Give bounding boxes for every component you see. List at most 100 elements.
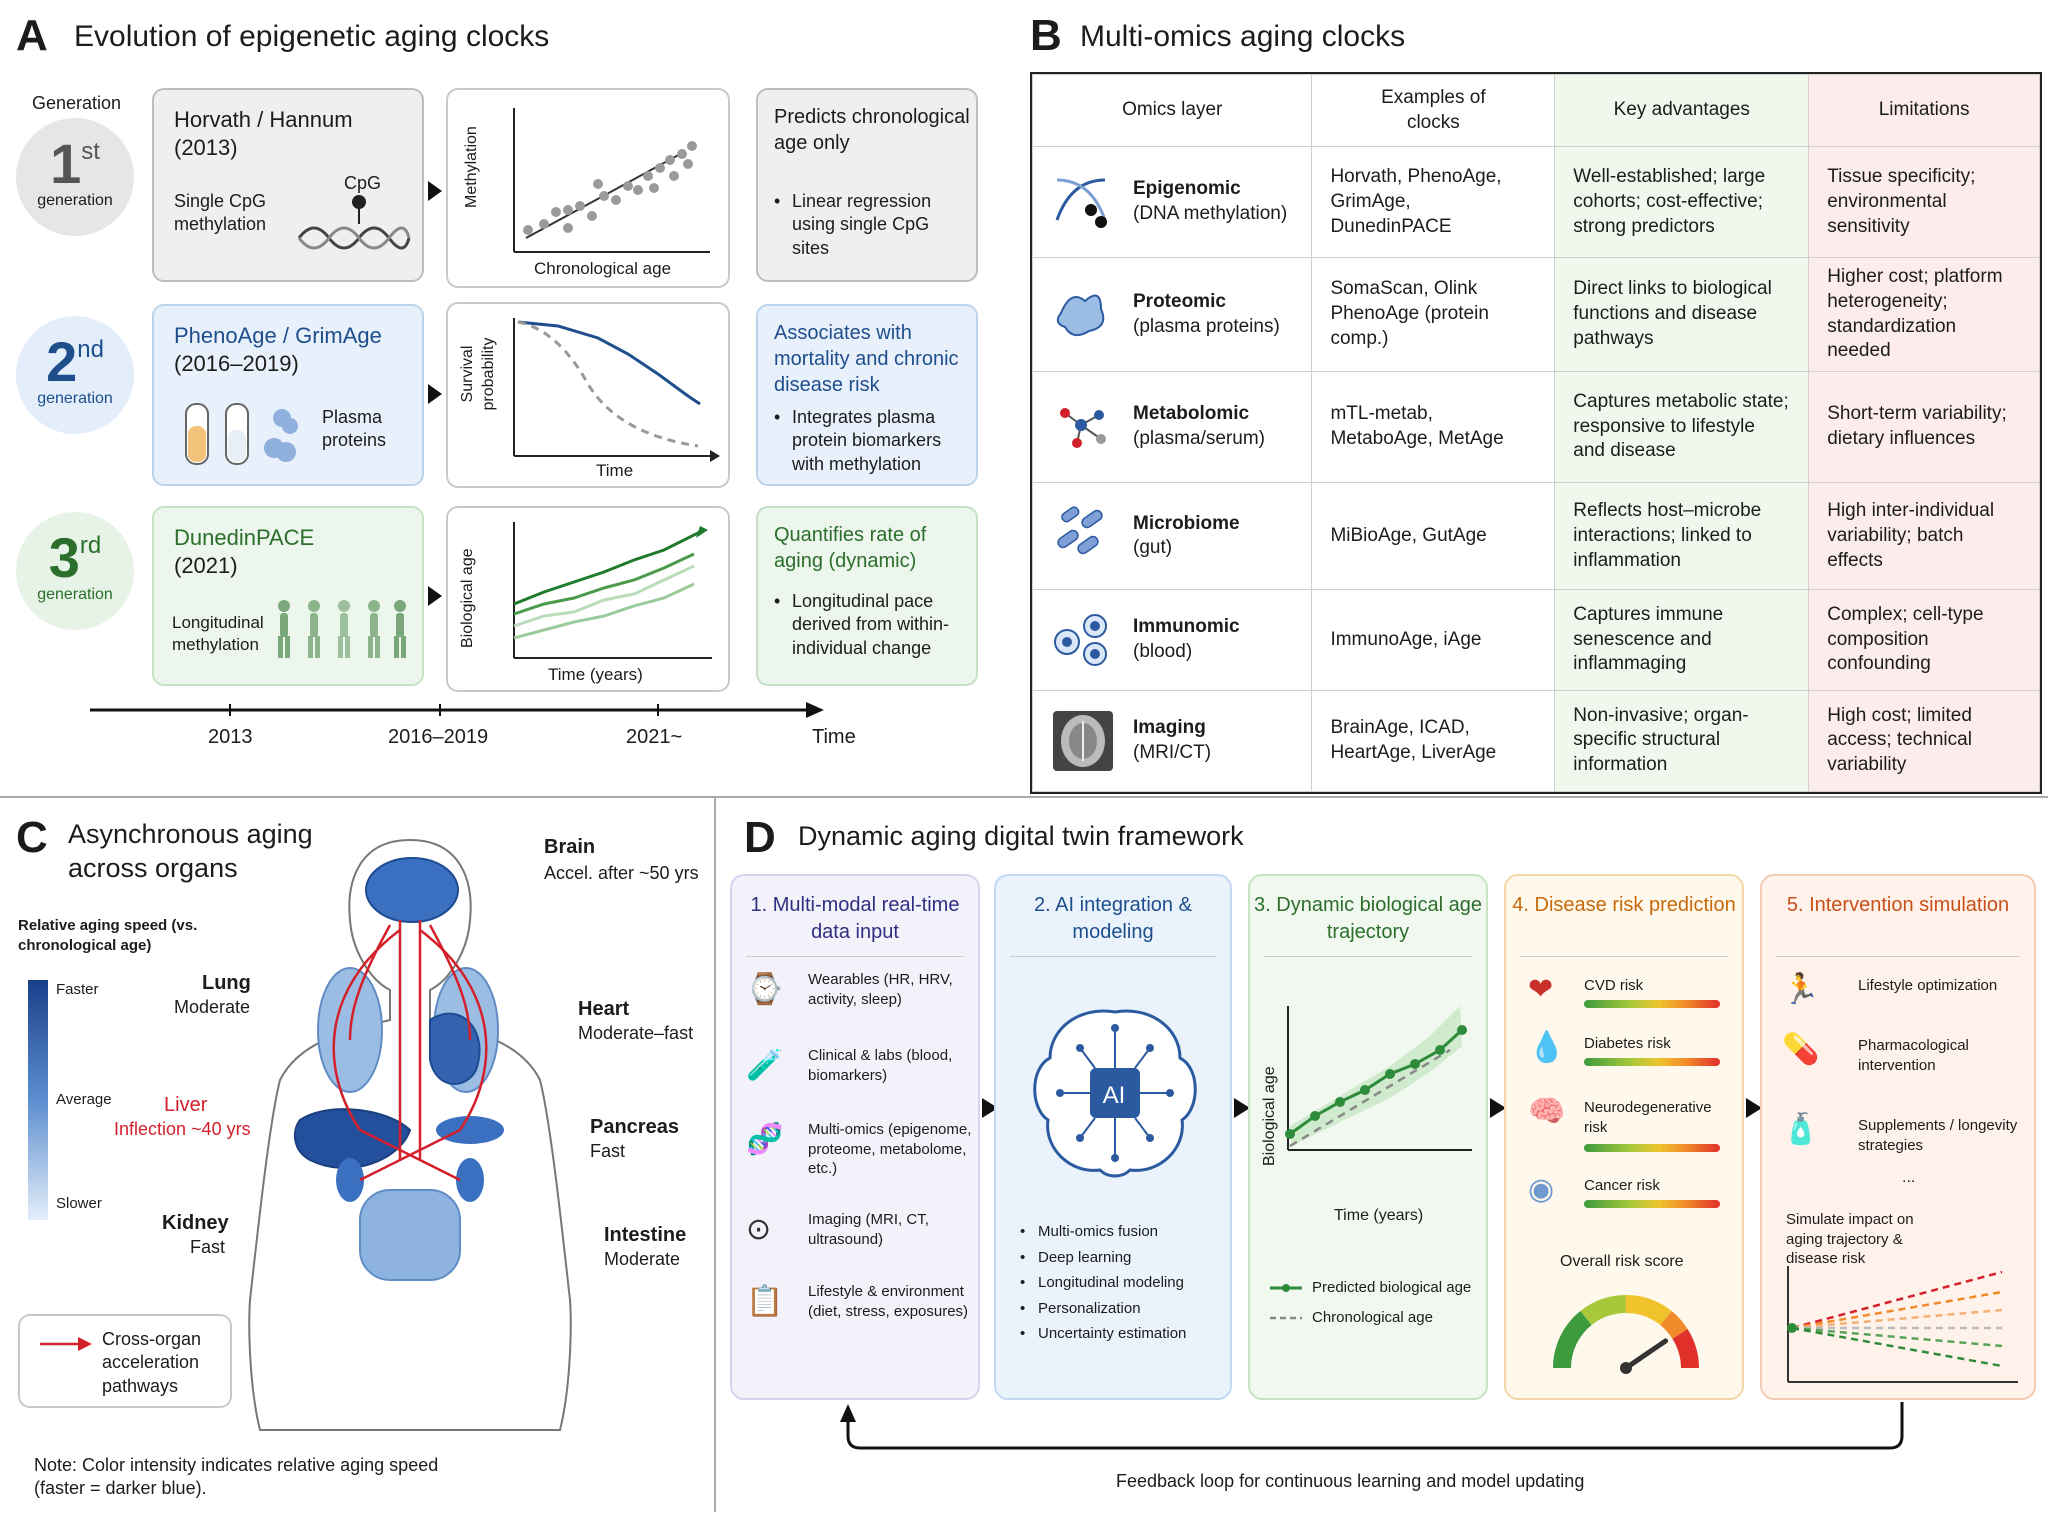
gen1-xlabel: Chronological age: [534, 259, 672, 278]
limitations-cell: Tissue specificity; environmental sensit…: [1808, 145, 2040, 259]
advantages-cell: Reflects host–microbe interactions; link…: [1554, 482, 1810, 591]
data-input-text: Wearables (HR, HRV, activity, sleep): [808, 971, 953, 1008]
scatter-point: [599, 191, 609, 201]
supplement-bottle-icon: 🧴: [1782, 1113, 1820, 1146]
data-input-text: Imaging (MRI, CT, ultrasound): [808, 1211, 929, 1248]
omics-layer-name: Imaging: [1133, 717, 1206, 739]
omics-cell: Metabolomic(plasma/serum): [1031, 370, 1313, 484]
gen2-desc: Associates with mortality and chronic di…: [756, 304, 978, 486]
legend-chronological: Chronological age: [1312, 1309, 1433, 1326]
examples-cell: mTL-metab, MetaboAge, MetAge: [1311, 370, 1556, 484]
runner-icon: 🏃: [1782, 973, 1820, 1006]
limitations-cell: Higher cost; platform heterogeneity; sta…: [1808, 257, 2040, 372]
omics-layer-name: Microbiome: [1133, 512, 1240, 534]
scatter-point: [623, 181, 633, 191]
gen1-card: Horvath / Hannum (2013) Single CpG methy…: [152, 88, 424, 282]
arrow-legend-box: Cross-organ acceleration pathways: [18, 1314, 232, 1408]
timeline-2016-2019: 2016–2019: [388, 726, 489, 748]
table-row: Epigenomic(DNA methylation)Horvath, Phen…: [1031, 145, 2040, 259]
pancreas-label: Pancreas: [590, 1116, 679, 1138]
col-data-input: 1. Multi-modal real-time data input ⌚Wea…: [730, 874, 980, 1400]
liver-note: Inflection ~40 yrs: [114, 1119, 251, 1139]
scatter-point: [551, 207, 561, 217]
arrow-icon: [1746, 1098, 1762, 1118]
advantages-cell: Direct links to biological functions and…: [1554, 257, 1810, 372]
liver-label: Liver: [164, 1094, 208, 1116]
protein-icon: [1051, 283, 1115, 347]
trajectory-chart: [1285, 1006, 1472, 1151]
cpg-label: CpG: [344, 173, 382, 193]
risk-bar: [1584, 1000, 1720, 1008]
intestine-label: Intestine: [604, 1224, 687, 1246]
scatter-point: [563, 223, 573, 233]
omics-layer-sub: (MRI/CT): [1133, 741, 1212, 763]
brain-icon: 🧠: [1528, 1095, 1566, 1128]
gen3-desc-title: Quantifies rate of aging (dynamic): [774, 524, 927, 572]
advantages-cell: Non-invasive; organ-specific structural …: [1554, 689, 1810, 793]
panel-b-title: Multi-omics aging clocks: [1080, 20, 1406, 53]
gen2-year: (2016–2019): [174, 351, 299, 376]
gen3-card: DunedinPACE (2021) Longitudinal methylat…: [152, 506, 424, 686]
timeline-end: Time: [812, 726, 856, 748]
gen1-ylabel: Methylation: [463, 126, 480, 208]
dna-icon: 🧬: [746, 1123, 784, 1156]
heart-label: Heart: [578, 998, 630, 1020]
scatter-point: [677, 149, 687, 159]
panel-a-label: A: [16, 11, 48, 60]
scatter-point: [633, 185, 643, 195]
advantages-cell: Captures immune senescence and inflammag…: [1554, 589, 1810, 691]
risk-bar: [1584, 1200, 1720, 1208]
risk-bar: [1584, 1058, 1720, 1066]
panel-d-title: Dynamic aging digital twin framework: [798, 821, 1244, 851]
col3-ylabel: Biological age: [1261, 1066, 1278, 1166]
gen1-year: (2013): [174, 135, 238, 160]
intervention-text: Supplements / longevity strategies: [1858, 1117, 2018, 1154]
gen1-badge: 1st generation: [16, 118, 134, 236]
cell-icon: [1051, 608, 1115, 672]
scatter-point: [575, 201, 585, 211]
ai-bullet: Personalization: [1016, 1299, 1226, 1319]
dna-icon: [1051, 170, 1115, 234]
risk-gauge: [1552, 1294, 1699, 1374]
arrow-icon: [428, 384, 442, 404]
gen1-desc-bullet: Linear regression using single CpG sites: [770, 190, 970, 260]
timeline-2013: 2013: [208, 726, 253, 748]
gen3-name: DunedinPACE: [174, 525, 315, 550]
intervention-text: Lifestyle optimization: [1858, 977, 1998, 994]
risk-label: CVD risk: [1584, 977, 1644, 994]
heart-icon: ❤: [1528, 973, 1554, 1006]
gen2-badge: 2nd generation: [16, 316, 134, 434]
brain-note: Accel. after ~50 yrs: [544, 863, 699, 883]
examples-cell: BrainAge, ICAD, HeartAge, LiverAge: [1311, 689, 1556, 793]
omics-cell: Epigenomic(DNA methylation): [1031, 145, 1313, 259]
col-risk: 4. Disease risk prediction ❤CVD risk💧Dia…: [1504, 874, 1744, 1400]
kidney-label: Kidney: [162, 1212, 229, 1234]
panel-c-note: Note: Color intensity indicates relative…: [34, 1455, 439, 1499]
omics-layer-name: Metabolomic: [1133, 403, 1250, 425]
arrow-legend-text: Cross-organ acceleration pathways: [102, 1329, 202, 1396]
col5-title: 5. Intervention simulation: [1786, 894, 2010, 916]
col2-title: 2. AI integration & modeling: [1034, 894, 1192, 943]
ai-bullet: Deep learning: [1016, 1248, 1226, 1268]
lung-note: Moderate: [174, 997, 251, 1017]
th-omics-layer: Omics layer: [1031, 74, 1313, 147]
gen2-name: PhenoAge / GrimAge: [174, 323, 382, 348]
scatter-point: [539, 219, 549, 229]
panel-c-label: C: [16, 813, 48, 862]
scatter-point: [683, 159, 693, 169]
lung-label: Lung: [202, 972, 251, 994]
brain-scan-icon: [1051, 709, 1115, 773]
panel-b-label: B: [1030, 11, 1062, 60]
col-ai-modeling: 2. AI integration & modeling AI Multi-om…: [994, 874, 1232, 1400]
protein-blob-icon: [264, 438, 296, 462]
dna-methyl-icon: [297, 195, 411, 250]
examples-cell: ImmunoAge, iAge: [1311, 589, 1556, 691]
col1-title: 1. Multi-modal real-time data input: [750, 894, 960, 943]
gen3-year: (2021): [174, 553, 238, 578]
risk-label: Diabetes risk: [1584, 1035, 1671, 1052]
intervention-text: Pharmacological intervention: [1858, 1037, 1969, 1074]
scatter-point: [665, 155, 675, 165]
arrow-icon: [1234, 1098, 1250, 1118]
panel-a-title: Evolution of epigenetic aging clocks: [74, 20, 550, 53]
